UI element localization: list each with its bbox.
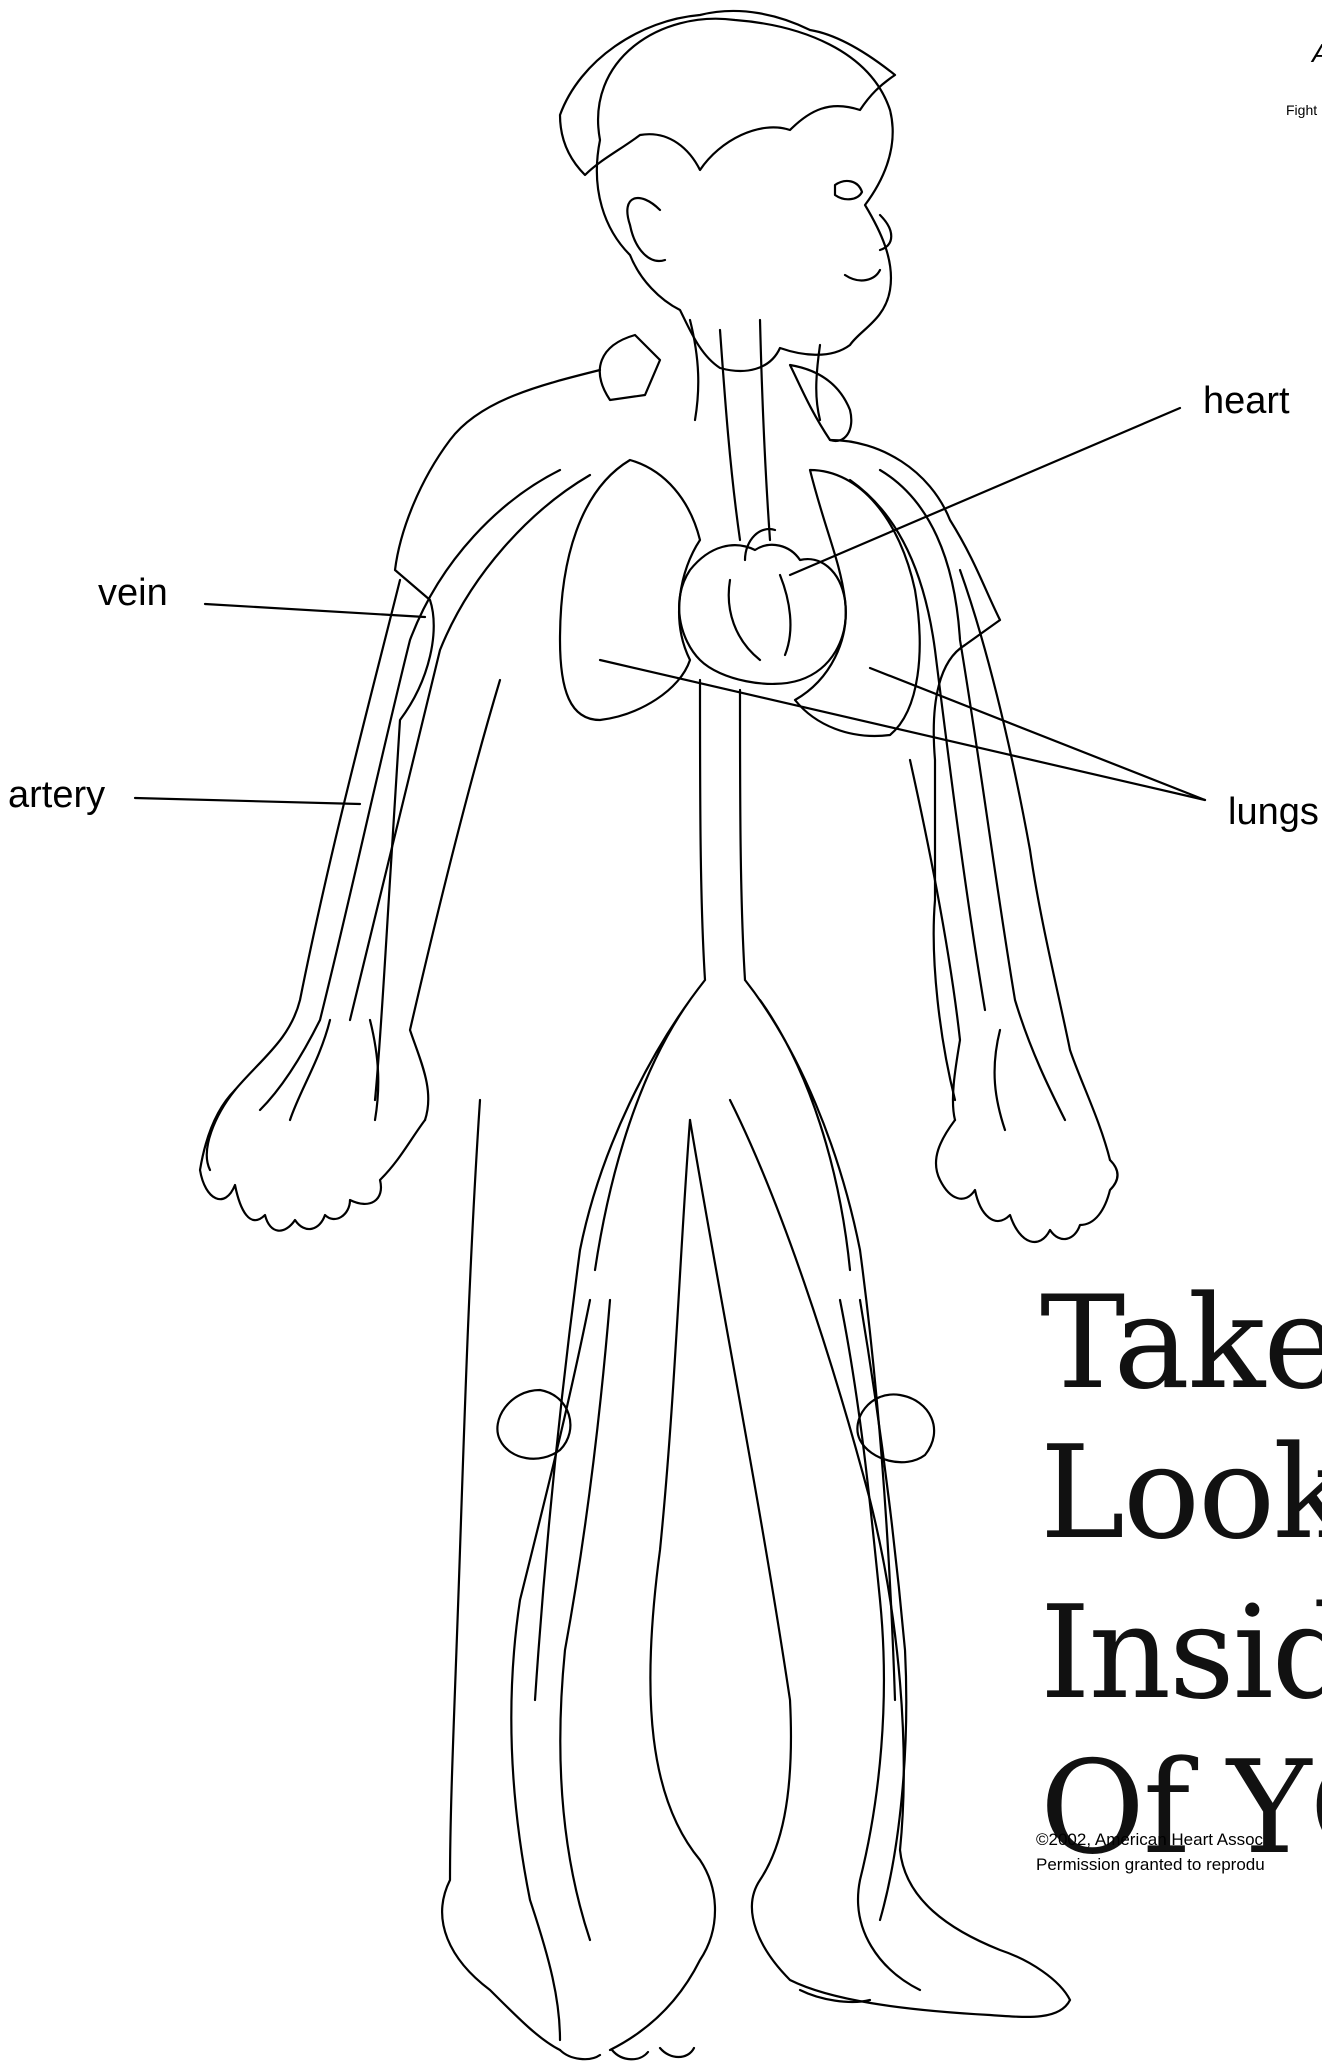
hand-left-outline — [200, 1090, 425, 1231]
arm-right-vessels — [850, 470, 1065, 1130]
heart-outline — [679, 545, 846, 684]
leg-vessels — [511, 1300, 920, 2040]
title-line-3: Inside — [1040, 1590, 1322, 1718]
torso-outline — [375, 370, 1000, 1100]
arm-left-vessels — [260, 470, 590, 1120]
title-line-2: Look — [1040, 1430, 1322, 1558]
lung-left-outline — [560, 460, 700, 720]
artery-leader-line — [135, 798, 360, 804]
vein-label: vein — [98, 574, 168, 612]
eye-outline — [835, 181, 862, 199]
leg-right-outline — [690, 1100, 1070, 2017]
lungs-label: lungs — [1228, 793, 1319, 831]
head-outline — [597, 19, 893, 371]
ear-outline — [627, 198, 665, 261]
collar-outline — [600, 335, 851, 441]
corner-letter: A — [1312, 40, 1322, 66]
hair-outline — [560, 11, 895, 175]
heart-label: heart — [1203, 382, 1290, 420]
title-line-4: Of YOU — [1040, 1745, 1322, 1873]
arm-right-outline — [910, 570, 1110, 1160]
copyright-line-2: Permission granted to reprodu — [1036, 1856, 1265, 1873]
arm-left-outline — [207, 580, 500, 1170]
hand-right-outline — [936, 1120, 1118, 1242]
corner-text: Fight — [1286, 103, 1317, 117]
nose-mouth-outline — [845, 215, 891, 280]
lung-right-outline — [795, 470, 920, 736]
heart-inner — [729, 529, 791, 660]
artery-label: artery — [8, 776, 105, 814]
copyright-line-1: ©2002, American Heart Assoc — [1036, 1831, 1263, 1848]
feet-toes-outline — [560, 1990, 870, 2059]
title-line-1: Take A — [1040, 1280, 1322, 1408]
